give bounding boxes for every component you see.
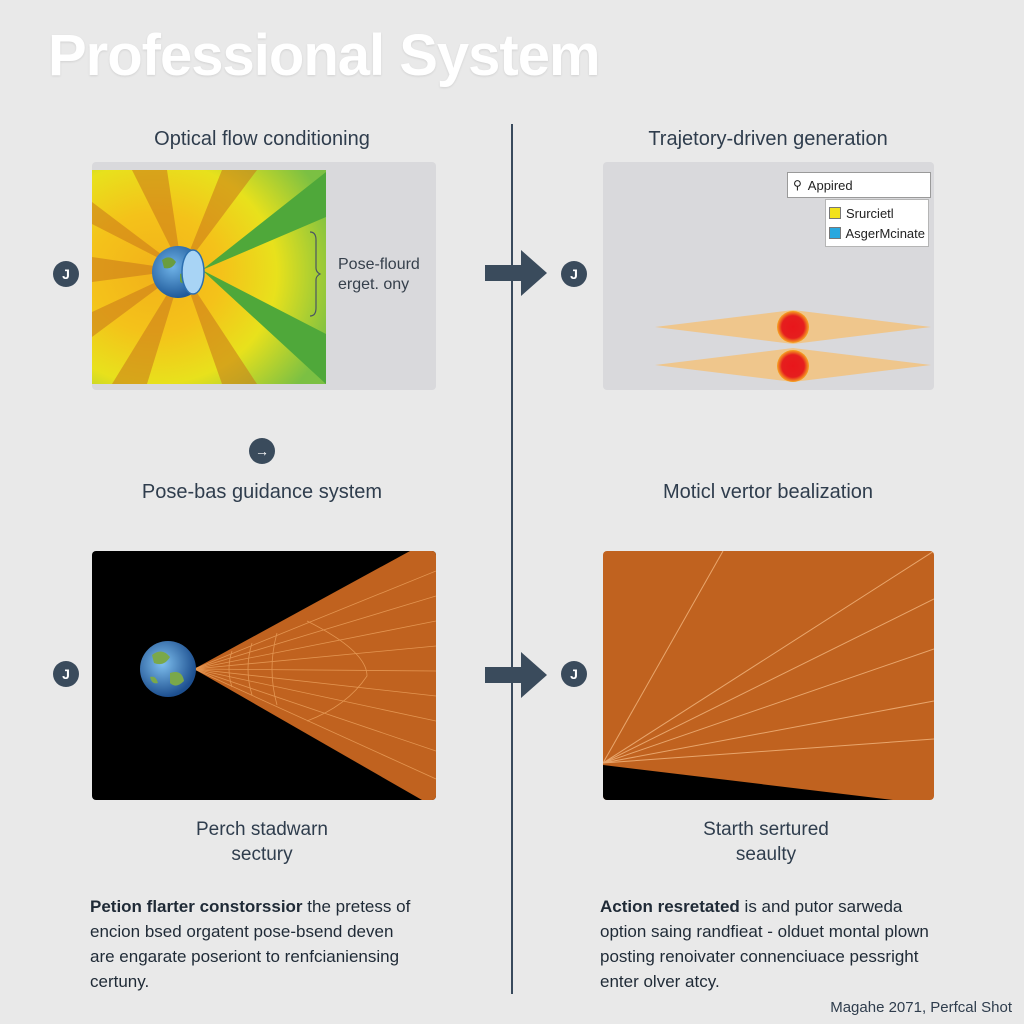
green-ray-bottom <box>202 270 326 384</box>
step-marker-3[interactable]: J <box>53 661 79 687</box>
right-description-line4: enter olver atcy. <box>600 972 720 991</box>
optical-flow-panel: Pose-flourd erget. ony <box>92 162 436 390</box>
left-description-bold: Petion flarter constorssior <box>90 897 303 916</box>
legend-label-1: Srurcietl <box>846 205 894 221</box>
left-description: Petion flarter constorssior the pretess … <box>90 894 450 994</box>
left-caption: Perch stadwarn sectury <box>92 817 432 867</box>
motion-vector-panel <box>603 551 934 800</box>
optical-flow-graphic <box>92 170 326 384</box>
left-description-line4: certuny. <box>90 972 150 991</box>
right-arrow-icon <box>485 250 547 296</box>
center-divider <box>511 124 513 994</box>
flow-annotation-line2: erget. ony <box>338 276 410 293</box>
step-marker-4[interactable]: J <box>561 661 587 687</box>
yellow-swatch-icon <box>829 207 841 219</box>
right-caption-line2: seaulty <box>735 844 797 865</box>
left-description-line1: the pretess of <box>302 897 411 916</box>
step-marker-2[interactable]: J <box>561 261 587 287</box>
page-title: Professional System <box>48 23 601 88</box>
pose-guidance-heading: Pose-bas guidance system <box>141 481 383 503</box>
motion-shadow <box>603 765 893 800</box>
legend-label-2: AsgerMcinate <box>845 225 925 241</box>
motion-vector-graphic <box>603 551 934 800</box>
trajectory-legend: ⚲ Appired Srurcietl AsgerMcinate <box>787 172 931 247</box>
right-caption-line1: Starth sertured <box>703 819 829 840</box>
trajectory-graphic <box>655 310 931 382</box>
right-arrow-icon <box>485 652 547 698</box>
earth-icon <box>140 641 196 697</box>
right-description-line1: is and putor sarweda <box>739 897 903 916</box>
motion-vector-heading: Moticl vertor bealization <box>662 481 874 503</box>
right-description-bold: Action resretated <box>600 897 740 916</box>
right-description-line3: posting renoivater connenciuace pessrigh… <box>600 947 919 966</box>
trajectory-point-2 <box>777 350 809 382</box>
left-caption-line2: sectury <box>231 844 293 865</box>
legend-list: Srurcietl AsgerMcinate <box>825 199 929 247</box>
optical-flow-heading: Optical flow conditioning <box>154 128 370 150</box>
legend-search-value: Appired <box>807 177 853 193</box>
left-description-line3: are engarate poseriont to renfcianiensin… <box>90 947 400 966</box>
blue-swatch-icon <box>829 227 841 239</box>
footer-credit: Magahe 2071, Perfcal Shot <box>830 999 1012 1016</box>
right-description-line2: option saing randfieat - olduet montal p… <box>600 922 929 941</box>
left-caption-line1: Perch stadwarn <box>195 819 328 840</box>
trajectory-heading: Trajetory-driven generation <box>648 128 888 150</box>
trajectory-point-1 <box>777 311 809 343</box>
pose-guidance-panel <box>92 551 436 800</box>
flow-annotation-line1: Pose-flourd <box>338 256 420 273</box>
pose-guidance-graphic <box>140 551 436 800</box>
next-step-marker[interactable]: → <box>249 438 275 464</box>
green-ray-top <box>202 172 326 270</box>
orange-fan <box>194 551 436 800</box>
right-description: Action resretated is and putor sarweda o… <box>600 894 980 994</box>
step-marker-1[interactable]: J <box>53 261 79 287</box>
right-caption: Starth sertured seaulty <box>596 817 936 867</box>
flow-annotation: Pose-flourd erget. ony <box>338 255 420 295</box>
legend-search-box[interactable]: ⚲ Appired <box>787 172 931 198</box>
search-icon: ⚲ <box>793 178 802 192</box>
left-description-line2: encion bsed orgatent pose-bsend deven <box>90 922 394 941</box>
legend-item-2[interactable]: AsgerMcinate <box>829 223 925 243</box>
legend-item-1[interactable]: Srurcietl <box>829 203 925 223</box>
